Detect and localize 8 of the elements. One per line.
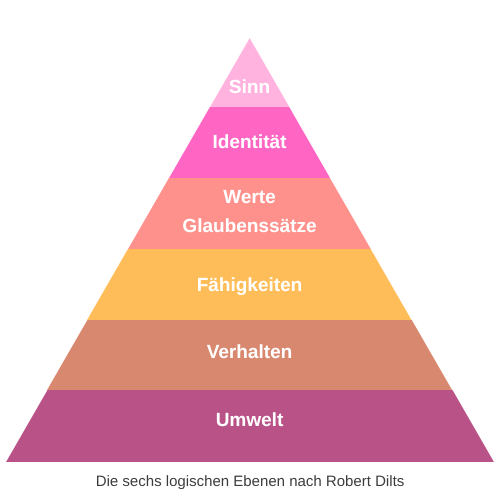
level-label: Werte — [223, 187, 276, 208]
caption: Die sechs logischen Ebenen nach Robert Dilts — [96, 473, 404, 490]
level-label: Umwelt — [216, 410, 284, 431]
level-label: Identität — [212, 132, 286, 153]
level-label: Glaubenssätze — [182, 216, 317, 237]
level-label: Fähigkeiten — [196, 275, 302, 296]
level-label: Verhalten — [206, 342, 292, 363]
level-label: Sinn — [228, 77, 270, 98]
